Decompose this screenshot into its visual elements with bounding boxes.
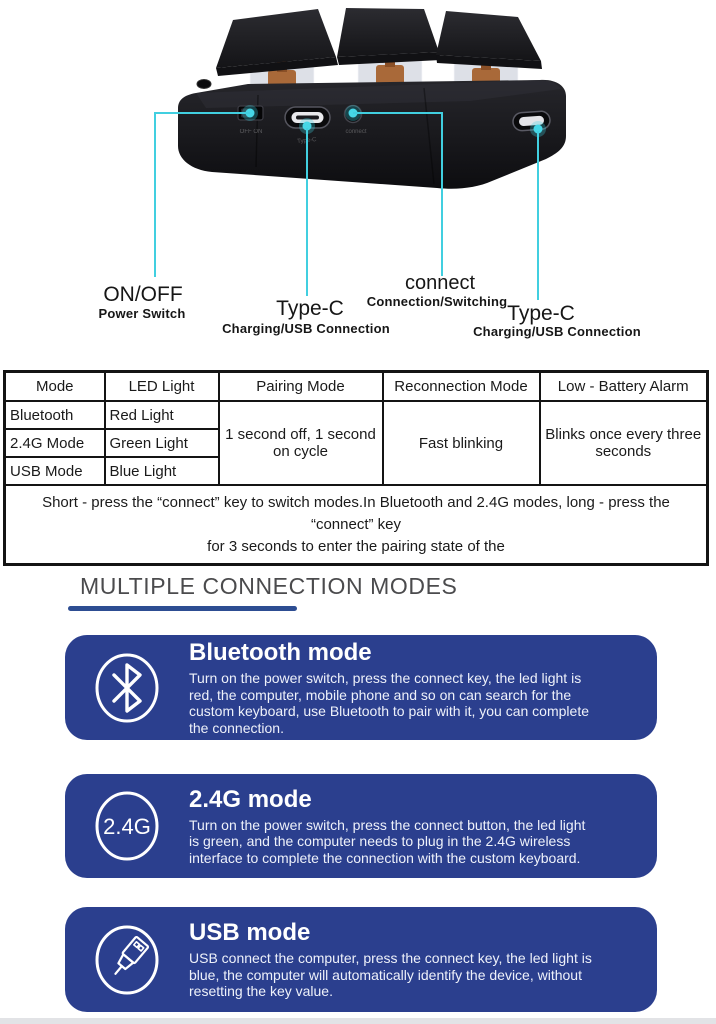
table-header-row: Mode LED Light Pairing Mode Reconnection… (3, 370, 709, 402)
power-switch-sublabel: Power Switch (98, 306, 186, 321)
card-body-line: custom keyboard, use Bluetooth to pair w… (189, 703, 589, 719)
callout-lines (154, 112, 539, 300)
card-body-line: blue, the computer will automatically id… (189, 966, 582, 983)
cell-green-light: Green Light (103, 428, 220, 458)
footnote-line-1: Short - press the “connect” key to switc… (42, 493, 670, 533)
col-header-pairing-mode: Pairing Mode (217, 370, 384, 402)
table-footnote: Short - press the “connect” key to switc… (3, 484, 709, 566)
card-title: 2.4G mode (189, 785, 312, 813)
section-heading: MULTIPLE CONNECTION MODES (80, 573, 458, 599)
cell-bluetooth: Bluetooth (3, 400, 106, 430)
col-header-reconnection: Reconnection Mode (381, 370, 541, 402)
bluetooth-mode-card: Bluetooth mode Turn on the power switch,… (65, 635, 657, 740)
card-title: Bluetooth mode (189, 639, 372, 666)
type-c-left-label: Type-C (276, 297, 344, 320)
table-row: 2.4G Mode Green Light (3, 428, 708, 458)
2-4g-mode-card: 2.4G 2.4G mode Turn on the power switch,… (65, 774, 657, 878)
bluetooth-icon (65, 650, 189, 726)
heading-underline (68, 606, 297, 611)
card-body-line: resetting the key value. (189, 983, 333, 1000)
card-body-line: Turn on the power switch, press the conn… (189, 670, 582, 686)
keyboard-photo-section: OFF ON Type-C connect (0, 0, 716, 360)
table-row: USB Mode Blue Light (3, 456, 708, 486)
keyboard-body (178, 79, 566, 189)
usb-mode-card: USB mode USB connect the computer, press… (65, 907, 657, 1012)
cell-pairing-mode: 1 second off, 1 second on cycle (217, 400, 384, 486)
col-header-mode: Mode (3, 370, 106, 402)
footnote-line-2: for 3 seconds to enter the pairing state… (207, 537, 505, 555)
usb-plug-icon (65, 922, 189, 998)
cell-red-light: Red Light (103, 400, 220, 430)
col-header-led-light: LED Light (103, 370, 220, 402)
cell-usb-mode: USB Mode (3, 456, 106, 486)
card-body-line: the connection. (189, 719, 284, 736)
table-row: Bluetooth Red Light 1 second off, 1 seco… (3, 400, 709, 486)
cell-reconnection-mode: Fast blinking (381, 400, 541, 486)
type-c-right-label: Type-C (507, 302, 575, 325)
connect-sublabel: Connection/Switching (366, 294, 508, 309)
svg-text:connect: connect (345, 129, 366, 135)
keycaps (216, 8, 542, 76)
table-footnote-row: Short - press the “connect” key to switc… (3, 484, 709, 566)
svg-text:OFF ON: OFF ON (240, 129, 263, 135)
card-body-line: USB connect the computer, press the conn… (189, 950, 592, 967)
bottom-divider (0, 1018, 716, 1024)
cell-low-battery-alarm: Blinks once every three seconds (538, 400, 709, 486)
type-c-right-sublabel: Charging/USB Connection (473, 324, 641, 339)
card-body-line: interface to complete the connection wit… (189, 849, 581, 866)
svg-text:2.4G: 2.4G (103, 814, 151, 839)
type-c-left-sublabel: Charging/USB Connection (222, 321, 390, 336)
2-4g-badge-icon: 2.4G (65, 788, 189, 864)
card-body-line: red, the computer, mobile phone and so o… (189, 686, 572, 703)
power-switch-label: ON/OFF (103, 283, 183, 306)
connect-label: connect (404, 272, 476, 294)
cell-blue-light: Blue Light (103, 456, 220, 486)
card-body-line: is green, and the computer needs to plug… (189, 833, 571, 850)
led-mode-table: Mode LED Light Pairing Mode Reconnection… (3, 370, 709, 566)
keyboard-illustration: OFF ON Type-C connect (154, 8, 566, 300)
col-header-low-battery: Low - Battery Alarm (538, 370, 709, 402)
cell-24g-mode: 2.4G Mode (3, 428, 106, 458)
card-title: USB mode (189, 919, 311, 947)
card-body-line: Turn on the power switch, press the conn… (189, 816, 586, 833)
